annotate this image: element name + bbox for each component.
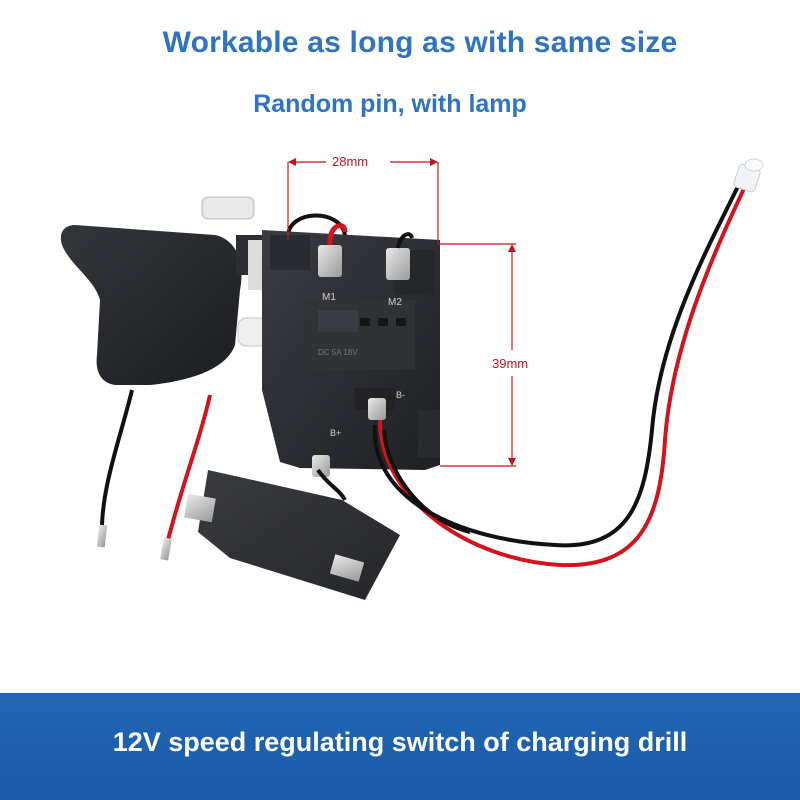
- switch-body: DC 5A 18V: [262, 230, 440, 470]
- marking-b-minus: B-: [396, 390, 405, 400]
- width-label: 28mm: [332, 154, 368, 169]
- footer-caption: 12V speed regulating switch of charging …: [112, 727, 688, 757]
- marking-m2: M2: [388, 297, 402, 308]
- dimension-width: 28mm: [287, 154, 439, 244]
- lamp-wires: [372, 177, 750, 568]
- terminals: [312, 223, 414, 477]
- trigger: [60, 225, 266, 385]
- svg-text:DC 5A 18V: DC 5A 18V: [318, 348, 358, 357]
- product-photo: DC 5A 18V M1 M2 B- B+: [60, 154, 764, 600]
- switch-markings: M1 M2 B- B+: [322, 292, 405, 438]
- marking-b-plus: B+: [330, 428, 341, 438]
- marking-m1: M1: [322, 292, 336, 303]
- trigger-wires: [96, 389, 212, 561]
- headline: Workable as long as with same size: [162, 26, 678, 59]
- dimension-height: 39mm: [438, 243, 528, 467]
- height-label: 39mm: [492, 356, 528, 371]
- contact-plate: [184, 468, 400, 600]
- led-lamp: [733, 158, 764, 193]
- footer-banner: 12V speed regulating switch of charging …: [0, 693, 800, 800]
- subline: Random pin, with lamp: [253, 90, 527, 118]
